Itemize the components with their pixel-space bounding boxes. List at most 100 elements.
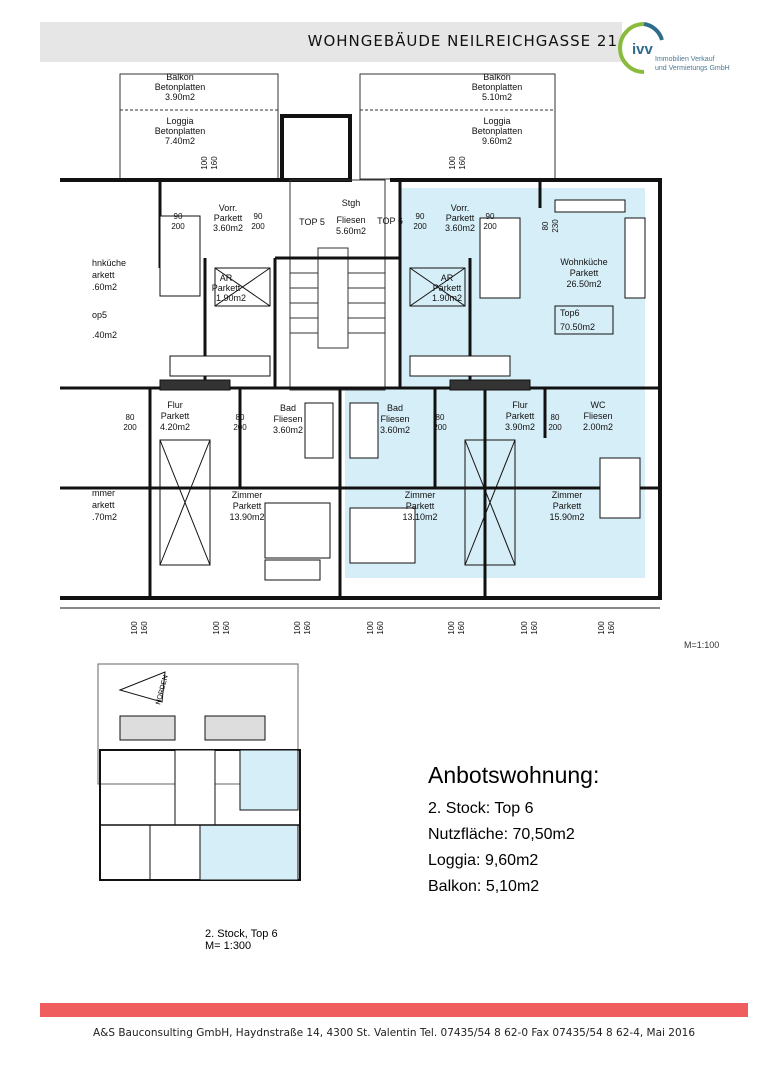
- dimension: 80: [436, 413, 445, 422]
- room-floor: Parkett: [570, 268, 599, 278]
- room-name: Loggia: [166, 116, 193, 126]
- dimension: 90: [174, 212, 183, 221]
- top6-box: [554, 305, 614, 335]
- room-name: Bad: [280, 403, 296, 413]
- floor-plan: Balkon Betonplatten 3.90m2 Loggia Betonp…: [60, 72, 662, 635]
- partial-room-area: .70m2: [92, 512, 117, 522]
- logo-line-2: und Vermietungs GmbH: [655, 65, 730, 72]
- top5-marker: TOP 5: [299, 217, 325, 227]
- partial-room-floor: arkett: [92, 500, 115, 510]
- ivv-logo: ivv: [618, 22, 664, 74]
- room-floor: Parkett: [506, 411, 535, 421]
- dimension: 90: [486, 212, 495, 221]
- offer-loggia: Loggia: 9,60m2: [428, 852, 539, 869]
- footer-text: A&S Bauconsulting GmbH, Haydnstraße 14, …: [92, 1027, 696, 1039]
- dimension: 200: [123, 423, 137, 432]
- room-area: 7.40m2: [165, 136, 195, 146]
- dimension: 100: [448, 156, 457, 170]
- logo-line-1: Immobilien Verkauf: [655, 56, 715, 63]
- room-name: Flur: [512, 400, 528, 410]
- room-area: 3.60m2: [445, 223, 475, 233]
- room-floor: Parkett: [446, 213, 475, 223]
- room-floor: Betonplatten: [155, 126, 206, 136]
- site-caption-line-1: 2. Stock, Top 6: [205, 928, 278, 940]
- room-floor: Parkett: [214, 213, 243, 223]
- room-floor: Fliesen: [273, 414, 302, 424]
- partial-room-name: hnküche: [92, 258, 126, 268]
- room-area: 2.00m2: [583, 422, 613, 432]
- room-area: 5.60m2: [336, 226, 366, 236]
- dimension: 80: [541, 221, 550, 230]
- room-area: 3.60m2: [380, 425, 410, 435]
- room-floor: Betonplatten: [155, 82, 206, 92]
- room-name: WC: [591, 400, 606, 410]
- dimension: 200: [251, 222, 265, 231]
- dimension: 100: [597, 621, 606, 635]
- room-name: Vorr.: [219, 203, 238, 213]
- room-area: 3.90m2: [165, 92, 195, 102]
- room-area: 3.90m2: [505, 422, 535, 432]
- room-name: Bad: [387, 403, 403, 413]
- offer-heading: Anbotswohnung:: [428, 762, 600, 788]
- room-name: Balkon: [166, 72, 194, 82]
- room-floor: Fliesen: [380, 414, 409, 424]
- room-floor: Fliesen: [336, 215, 365, 225]
- room-floor: Parkett: [553, 501, 582, 511]
- dimension: 160: [607, 621, 616, 635]
- room-floor: Betonplatten: [472, 82, 523, 92]
- room-name: Zimmer: [232, 490, 263, 500]
- partial-top-label: op5: [92, 310, 107, 320]
- room-name: Vorr.: [451, 203, 470, 213]
- north-arrow-icon: [118, 671, 166, 703]
- room-area: 9.60m2: [482, 136, 512, 146]
- dimension: 90: [254, 212, 263, 221]
- dimension: 80: [126, 413, 135, 422]
- room-name: AR: [220, 273, 233, 283]
- top6-box-name: Top6: [560, 308, 580, 318]
- room-name: Stgh: [342, 198, 361, 208]
- header-bar: [40, 22, 622, 62]
- dimension: 160: [210, 156, 219, 170]
- room-floor: Parkett: [212, 283, 241, 293]
- offer-balcony: Balkon: 5,10m2: [428, 878, 540, 895]
- room-name: Flur: [167, 400, 183, 410]
- dimension: 100: [293, 621, 302, 635]
- dimension: 80: [236, 413, 245, 422]
- partial-room-area: .60m2: [92, 282, 117, 292]
- dimension: 160: [140, 621, 149, 635]
- dimension: 90: [416, 212, 425, 221]
- site-caption: 2. Stock, Top 6 M= 1:300: [205, 928, 278, 952]
- top6-marker: TOP 6: [377, 216, 403, 226]
- dimension: 100: [447, 621, 456, 635]
- room-floor: Parkett: [433, 283, 462, 293]
- dimension: 100: [520, 621, 529, 635]
- plan-scale: M=1:100: [684, 640, 720, 650]
- dimension: 200: [483, 222, 497, 231]
- north-label: NORDEN: [155, 674, 170, 705]
- dimension: 100: [200, 156, 209, 170]
- room-area: 3.60m2: [213, 223, 243, 233]
- site-caption-line-2: M= 1:300: [205, 940, 252, 952]
- site-plan: NORDEN: [97, 663, 301, 881]
- page-title: WOHNGEBÄUDE NEILREICHGASSE 21: [307, 32, 618, 50]
- dimension: 100: [366, 621, 375, 635]
- dimension: 160: [530, 621, 539, 635]
- partial-room-floor: arkett: [92, 270, 115, 280]
- room-area: 15.90m2: [549, 512, 584, 522]
- footer-accent-bar: [40, 1003, 748, 1017]
- dimension: 200: [233, 423, 247, 432]
- room-name: Zimmer: [405, 490, 436, 500]
- offer-floor: 2. Stock: Top 6: [428, 800, 534, 817]
- offer-usable-area: Nutzfläche: 70,50m2: [428, 826, 575, 843]
- dimension: 200: [171, 222, 185, 231]
- dimension: 160: [376, 621, 385, 635]
- room-floor: Parkett: [161, 411, 190, 421]
- dimension: 160: [303, 621, 312, 635]
- room-floor: Parkett: [233, 501, 262, 511]
- room-floor: Fliesen: [583, 411, 612, 421]
- dimension: 160: [458, 156, 467, 170]
- room-name: AR: [441, 273, 454, 283]
- dimension: 200: [433, 423, 447, 432]
- dimension: 80: [551, 413, 560, 422]
- room-name: Balkon: [483, 72, 511, 82]
